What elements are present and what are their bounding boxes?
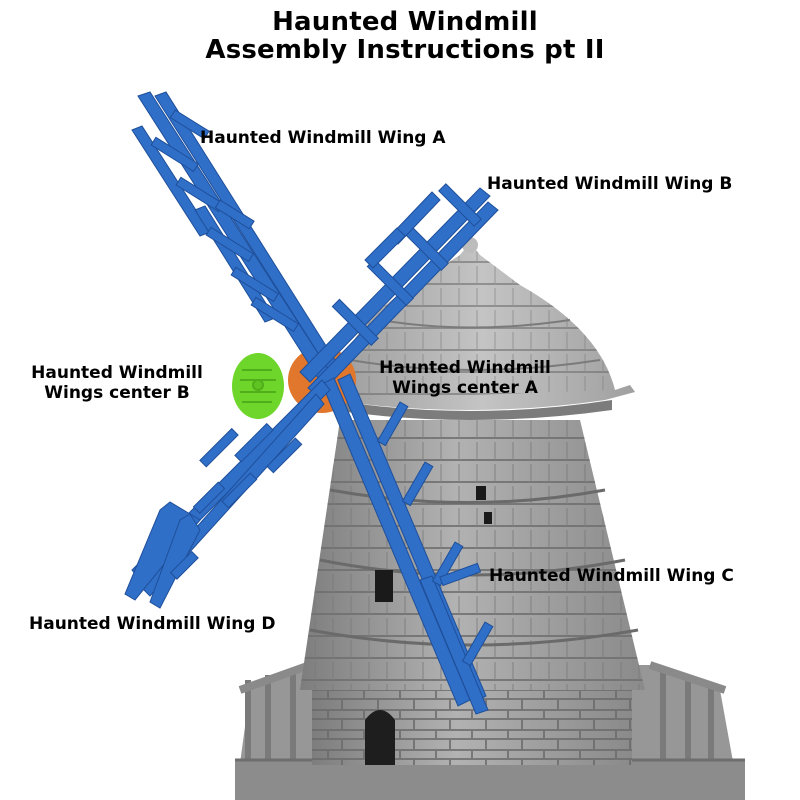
- label-wings-center-b-line-2: Wings center B: [44, 383, 190, 403]
- title-line-1: Haunted Windmill: [272, 7, 538, 37]
- tower-window: [476, 486, 486, 500]
- label-wings-center-b-line-1: Haunted Windmill: [31, 363, 203, 383]
- page-title: Haunted Windmill Assembly Instructions p…: [0, 8, 800, 64]
- label-wing-c: Haunted Windmill Wing C: [489, 566, 734, 586]
- wing-d-part: [124, 379, 331, 609]
- label-wing-a: Haunted Windmill Wing A: [200, 128, 446, 148]
- wing-b-part: [299, 183, 499, 397]
- label-wings-center-a-line-1: Haunted Windmill: [379, 358, 551, 378]
- label-wing-b: Haunted Windmill Wing B: [487, 174, 733, 194]
- tower-window: [484, 512, 492, 524]
- wing-a-part: [131, 91, 341, 379]
- label-wings-center-b: Haunted Windmill Wings center B: [12, 363, 222, 403]
- tower-window: [375, 570, 393, 602]
- tower-door: [365, 710, 395, 765]
- wing-c-part: [321, 373, 494, 715]
- center-b-texture: [240, 369, 276, 403]
- title-line-2: Assembly Instructions pt II: [205, 35, 605, 65]
- label-wing-d: Haunted Windmill Wing D: [29, 614, 276, 634]
- label-wings-center-a-line-2: Wings center A: [392, 378, 538, 398]
- label-wings-center-a: Haunted Windmill Wings center A: [360, 358, 570, 398]
